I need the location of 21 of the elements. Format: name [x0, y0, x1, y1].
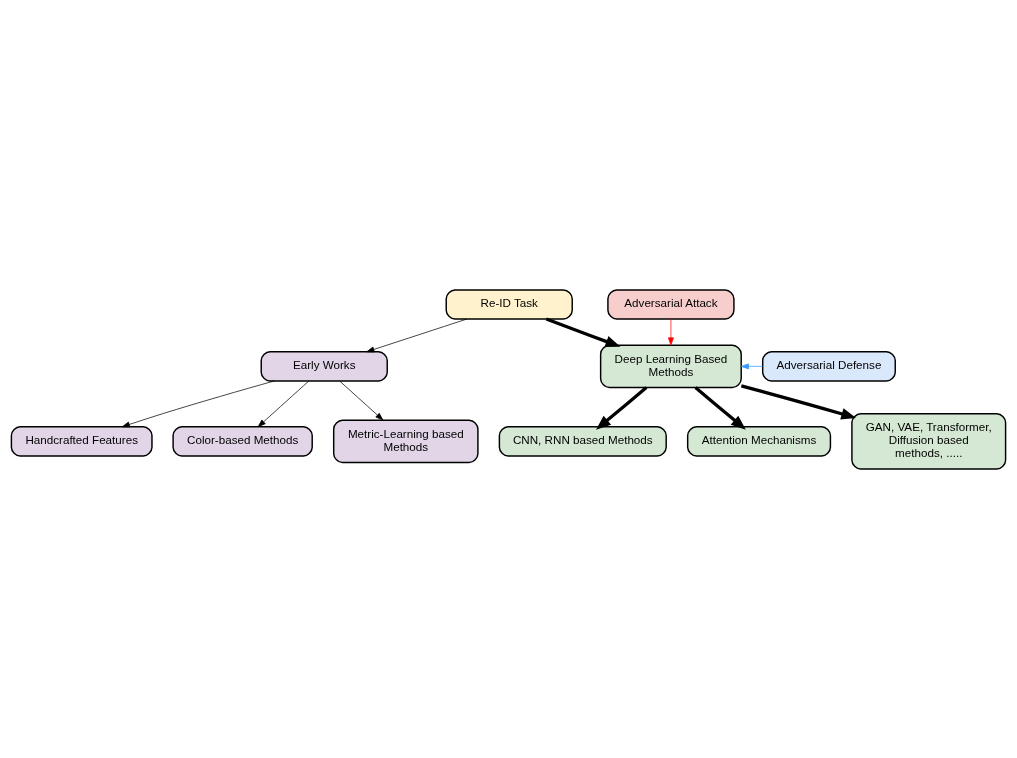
arrow: [668, 318, 674, 345]
node-box: Adversarial Defense: [761, 350, 896, 382]
arrow: [740, 383, 857, 419]
arrow: [121, 380, 275, 427]
node-box: Handcrafted Features: [10, 425, 153, 457]
arrow: [694, 385, 746, 430]
node-box: Re-ID Task: [445, 288, 573, 320]
node-box: Adversarial Attack: [607, 288, 735, 320]
node-box: GAN, VAE, Transformer, Diffusion based methods, .....: [851, 412, 1007, 470]
arrow: [366, 318, 468, 352]
node-box: Metric-Learning based Methods: [332, 419, 479, 463]
node-box: Early Works: [260, 350, 388, 382]
arrow: [740, 362, 763, 369]
arrow: [257, 380, 310, 427]
node-box: CNN, RNN based Methods: [498, 425, 667, 457]
arrow: [339, 380, 384, 420]
node-box: Deep Learning Based Methods: [599, 344, 742, 388]
arrow: [595, 385, 648, 430]
arrow: [545, 317, 621, 347]
node-box: Attention Mechanisms: [686, 425, 832, 457]
node-box: Color-based Methods: [172, 425, 313, 457]
